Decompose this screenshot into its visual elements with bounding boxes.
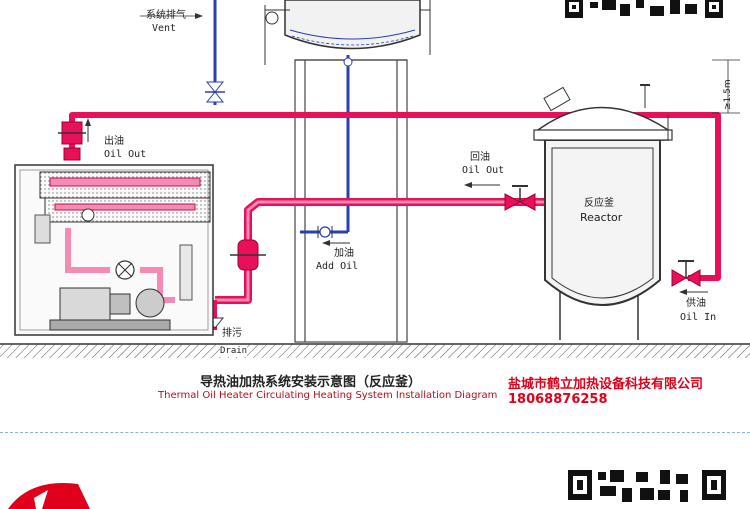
return-oil-pipe-inner <box>215 200 545 302</box>
qr-code-bottom <box>568 470 726 502</box>
qr-code-top <box>565 0 725 20</box>
reactor-vessel <box>533 84 673 340</box>
oil-out-label-en: Oil Out <box>104 149 147 160</box>
heater-unit <box>14 164 214 336</box>
brand-logo <box>8 483 90 509</box>
supply-label-cn: 供油 <box>686 298 706 309</box>
ground <box>0 343 750 358</box>
expansion-tank <box>264 0 431 65</box>
return-valve <box>504 185 536 211</box>
return-arrow <box>464 182 500 188</box>
add-oil-label-en: Add Oil <box>316 261 359 272</box>
return-label-en: Oil Out <box>462 165 505 176</box>
circulation-pump <box>49 287 171 331</box>
filter-valve <box>230 239 266 271</box>
drain-label-cn: 排污 <box>222 328 242 339</box>
return-label-cn: 回油 <box>470 152 490 163</box>
company-name: 盐城市鹤立加热设备科技有限公司 <box>508 377 704 392</box>
diagram-title-cn: 导热油加热系统安装示意图（反应釜） <box>200 375 422 390</box>
diagram-title-en: Thermal Oil Heater Circulating Heating S… <box>158 390 498 401</box>
add-oil-label-cn: 加油 <box>334 248 354 259</box>
return-oil-pipe <box>215 198 545 304</box>
outlet-valve <box>58 121 86 161</box>
company-phone: 18068876258 <box>508 392 608 407</box>
drain-label-en: Drain <box>220 345 248 357</box>
vent-line <box>140 0 225 105</box>
supply-valve <box>671 260 701 287</box>
vent-label-en: Vent <box>152 23 177 34</box>
oil-out-arrow <box>85 118 91 142</box>
add-oil-arrow <box>322 240 350 246</box>
tank-return-line <box>300 55 353 238</box>
section-divider <box>0 432 750 433</box>
reactor-label-cn: 反应釜 <box>584 198 614 209</box>
supply-arrow <box>679 289 708 295</box>
oil-out-label-cn: 出油 <box>104 136 124 147</box>
reactor-label-en: Reactor <box>580 211 623 224</box>
supply-label-en: Oil In <box>680 312 717 323</box>
vent-label-cn: 系统排气 <box>146 10 186 21</box>
height-dimension <box>712 59 740 114</box>
height-note-label: ≥1.5m <box>723 79 733 110</box>
